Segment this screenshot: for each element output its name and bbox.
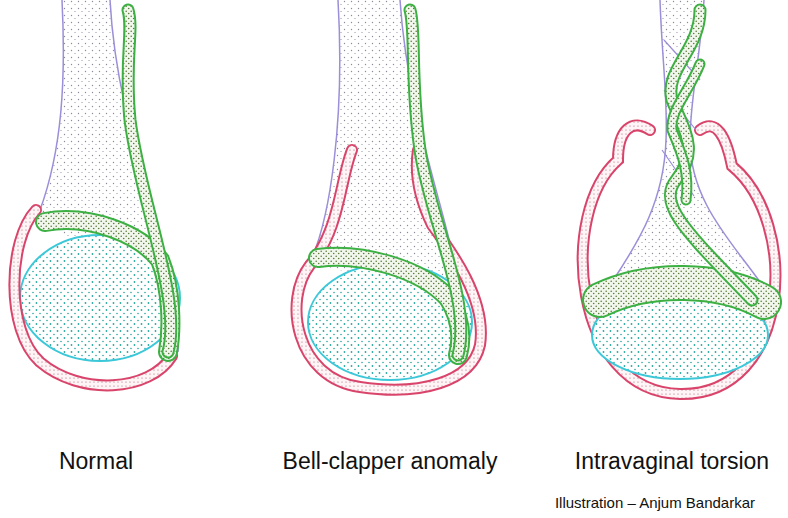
credit-note: Illustration – Anjum Bandarkar	[555, 494, 755, 511]
figure-label: Normal	[59, 448, 133, 474]
figure-label: Bell-clapper anomaly	[283, 448, 498, 474]
figure-label: Intravaginal torsion	[575, 448, 769, 474]
